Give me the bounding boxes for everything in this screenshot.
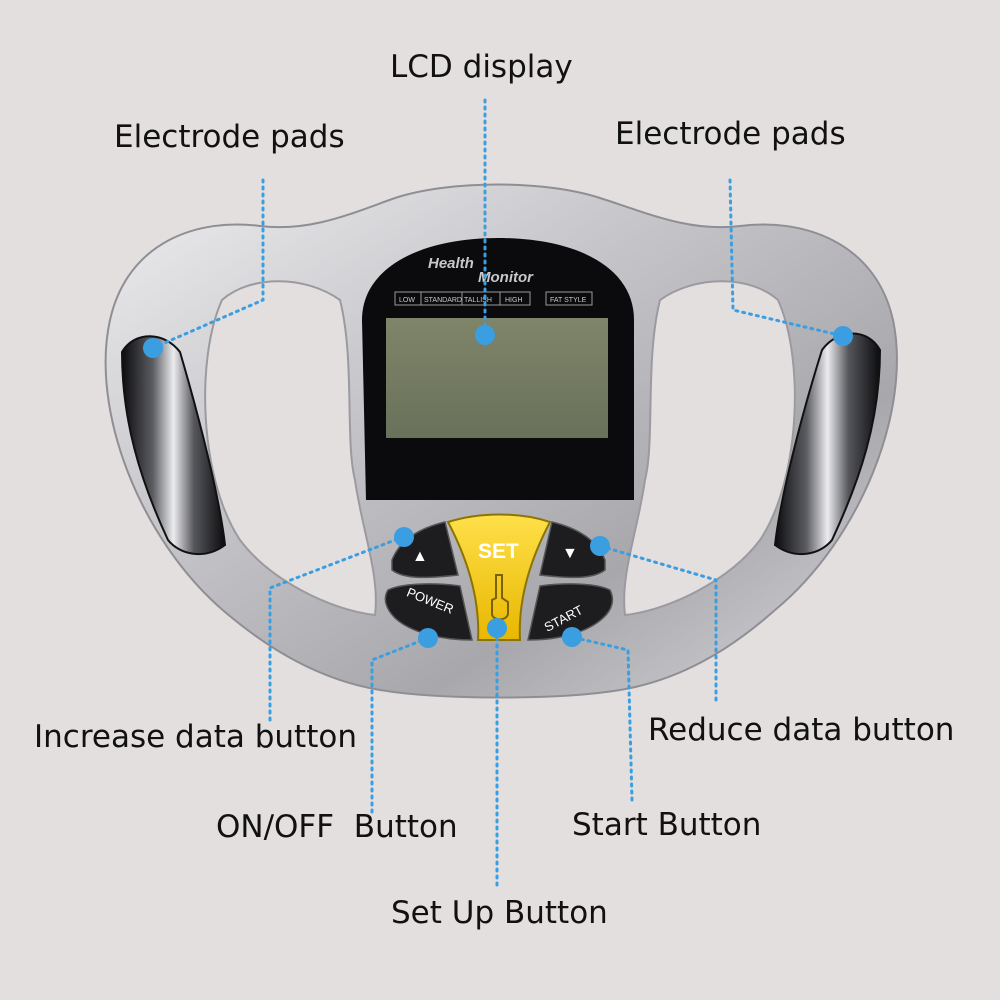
electrode-pad-left [120,335,227,556]
leader-line-onoff [370,636,430,814]
leader-line-increase [268,535,405,722]
marker-dot-electrode-left [143,338,163,358]
scale-label-low: LOW [399,297,415,304]
electrode-pad-right [773,332,882,556]
callout-on-off-button: ON/OFF Button [216,809,458,845]
marker-dot-start [562,627,582,647]
scale-label-high: HIGH [505,297,523,304]
marker-dot-increase [394,527,414,547]
callout-set-up-button: Set Up Button [391,895,608,931]
callout-electrode-pads-left: Electrode pads [114,119,345,155]
marker-dots [143,325,853,648]
callout-electrode-pads-right: Electrode pads [615,116,846,152]
brand-line-2: Monitor [478,269,534,286]
reduce-button[interactable] [539,521,606,579]
reduce-button-glyph: ▼ [562,545,578,562]
marker-dot-electrode-right [833,326,853,346]
marker-dot-lcd [475,325,495,345]
increase-button-glyph: ▲ [412,548,428,565]
callout-reduce-data-button: Reduce data button [648,712,955,748]
marker-dot-setup [487,618,507,638]
marker-dot-reduce [590,536,610,556]
lcd-screen [386,318,608,438]
callout-lcd-display: LCD display [390,49,573,85]
right-grip-opening [623,280,796,617]
scale-label-standard: STANDARD [424,297,462,304]
scale-label-strip: LOW STANDARD TALLISH HIGH FAT STYLE [394,291,593,306]
scale-label-tallish: TALLISH [464,297,492,304]
left-grip-opening [204,280,377,617]
set-button[interactable] [446,513,552,641]
button-cluster: ▲ ▼ POWER START SET [384,513,614,641]
leader-lines [151,98,845,887]
fat-style-label: FAT STYLE [550,297,587,304]
start-button[interactable] [527,583,614,641]
callout-start-button: Start Button [572,807,762,843]
leader-line-start [570,635,634,802]
leader-line-reduce [598,544,718,702]
marker-dot-onoff [418,628,438,648]
set-button-label: SET [478,540,519,563]
callout-increase-data-button: Increase data button [34,719,357,755]
brand-line-1: Health [428,255,474,272]
leader-line-electrode-right [728,178,845,338]
leader-line-electrode-left [151,178,265,350]
